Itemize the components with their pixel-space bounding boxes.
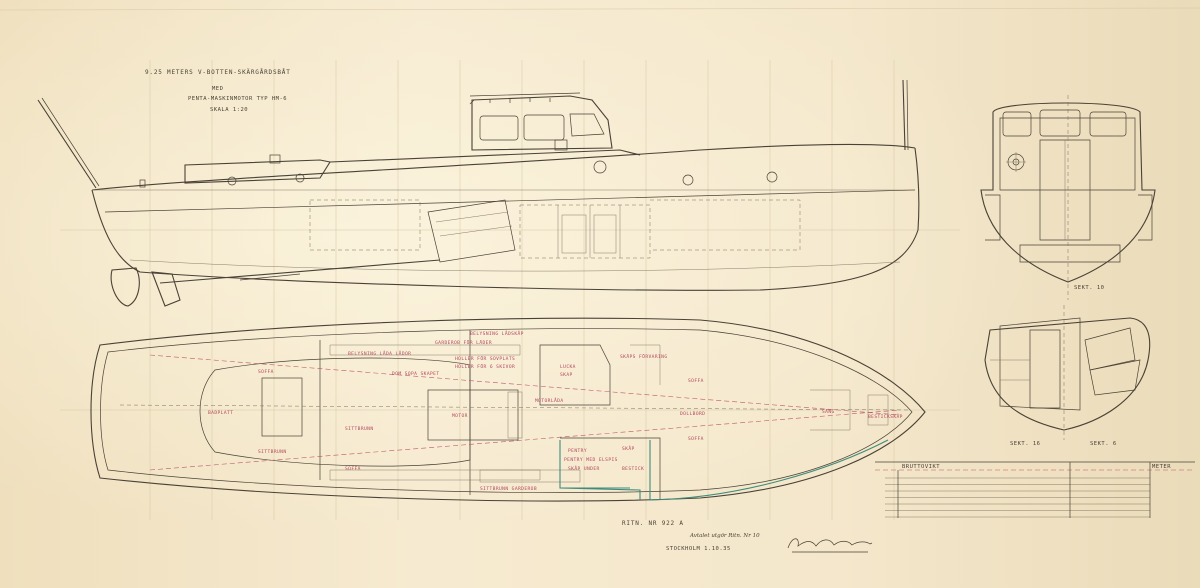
table-text: BRUTTOVIKT METER <box>902 464 1171 470</box>
table-heading: BRUTTOVIKT <box>902 464 940 470</box>
plan-label: SITTBRUNN <box>258 449 287 455</box>
weight-table <box>875 461 1195 518</box>
plan-label: PENTRY <box>568 448 587 454</box>
plan-label: HOLLER FÖR SOVPLATS <box>455 355 515 362</box>
plan-label: BADPLATT <box>208 410 233 416</box>
title-line1: 9.25 METERS V-BOTTEN-SKÄRGÅRDSBÅT <box>145 69 291 76</box>
profile-view <box>37 79 920 307</box>
plan-label: GARDEROB FÖR LÄDER <box>435 339 492 346</box>
section-view-upper <box>980 95 1156 300</box>
plan-label: BELYSNING LÅDSKÅP <box>470 330 524 337</box>
plan-label: SOFFA <box>688 378 704 384</box>
plan-label: SKÅP <box>622 445 635 452</box>
plan-label: SKÄPS FÖRVARING <box>620 353 668 360</box>
signature-mark <box>787 538 873 553</box>
plan-label: MOTORLÅDA <box>535 397 564 404</box>
plan-label: PENTRY MED ELSPIS <box>564 457 618 463</box>
drawing-number: RITN. NR 922 A <box>622 520 684 527</box>
drawing-place-date: STOCKHOLM 1.10.35 <box>666 546 731 552</box>
title-line2: MED <box>212 86 223 92</box>
title-line3: PENTA-MASKINMOTOR TYP HM-6 <box>188 96 287 102</box>
plan-label: SKAP <box>560 372 573 378</box>
plan-label: HOLLER FÖR 6 SKIVOR <box>455 363 515 370</box>
section-label-left: SEKT. 16 <box>1010 441 1041 447</box>
plan-label: SÄNG <box>822 408 835 415</box>
plan-label: BELYSNING LÅDA LÅDOR <box>348 350 411 357</box>
plan-label: LUCKA <box>560 364 576 370</box>
plan-view <box>90 317 926 502</box>
plan-label: SOFFA <box>258 369 274 375</box>
plan-label: BESTICK <box>622 466 644 472</box>
section-label-right: SEKT. 6 <box>1090 441 1117 447</box>
plan-label: BESTICKSKÅP <box>868 413 903 420</box>
title-line4: SKALA 1:20 <box>210 107 248 113</box>
title-block: 9.25 METERS V-BOTTEN-SKÄRGÅRDSBÅT MED PE… <box>145 69 291 113</box>
drawing-stamp: RITN. NR 922 A Avtalet utgör Ritn. Nr 10… <box>622 520 873 553</box>
plan-label: SOFFA <box>345 466 361 472</box>
plan-label: DOLLBORD <box>680 411 705 417</box>
drawing-note: Avtalet utgör Ritn. Nr 10 <box>689 533 760 539</box>
plan-label: MOTOR <box>452 413 468 419</box>
section-labels: SEKT. 10 SEKT. 16 SEKT. 6 <box>1010 285 1117 447</box>
section-label-top: SEKT. 10 <box>1074 285 1105 291</box>
table-unit: METER <box>1152 464 1171 470</box>
plan-label: SKÅP UNDER <box>568 465 600 472</box>
plan-annotations: BELYSNING LÅDSKÅP BELYSNING LÅDA LÅDOR G… <box>208 330 903 492</box>
plan-label: SITTBRUNN <box>345 426 374 432</box>
plan-label: SOFFA <box>688 436 704 442</box>
section-view-lower <box>984 305 1151 440</box>
plan-label: DOM SOPA SKAPET <box>392 371 440 377</box>
plan-label: SITTBRUNN GARDEROB <box>480 486 537 492</box>
